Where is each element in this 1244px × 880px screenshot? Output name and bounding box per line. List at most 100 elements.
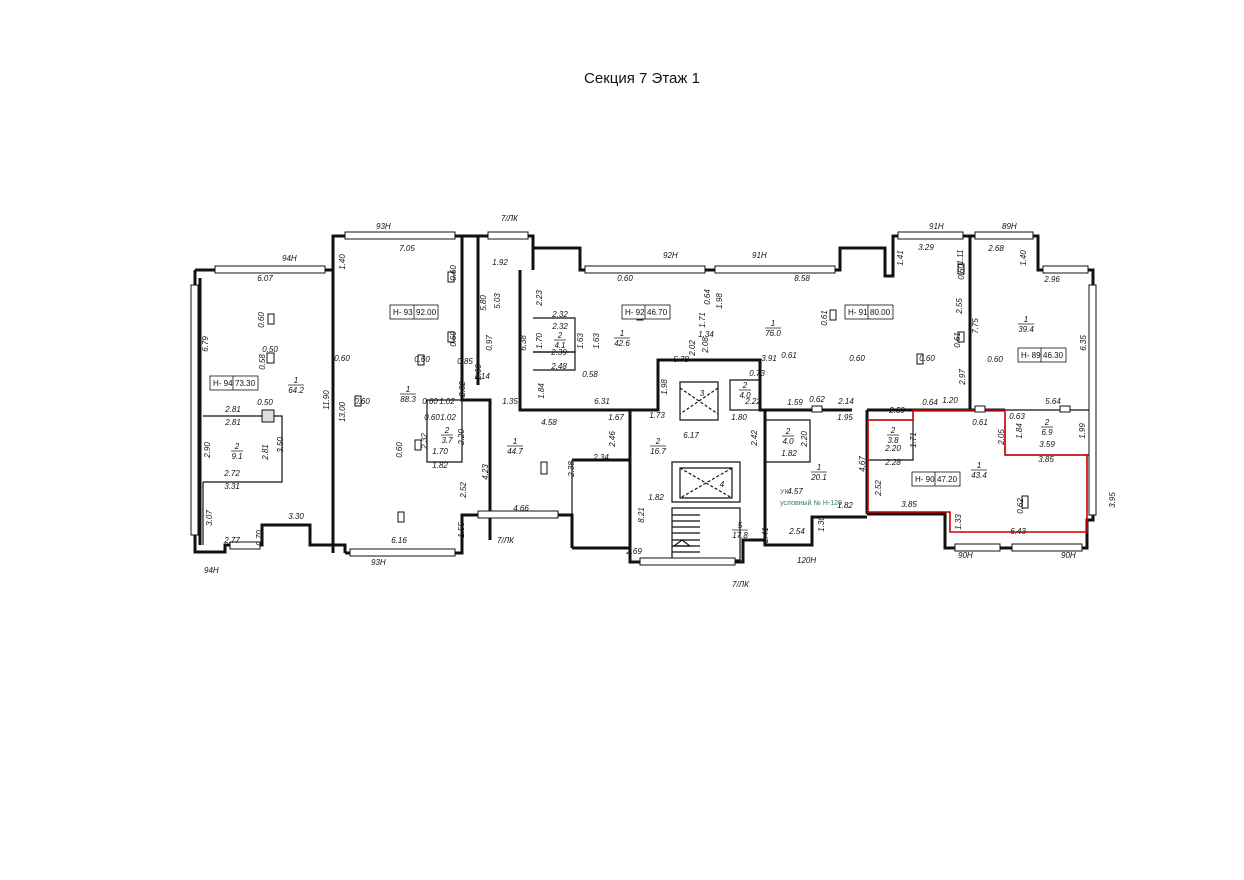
- svg-text:2: 2: [444, 426, 450, 435]
- dimension-label: 0.61: [820, 310, 829, 326]
- uk-label: УК: [780, 489, 789, 496]
- dimension-label: 0.60: [422, 397, 438, 406]
- dimension-label: 2.72: [223, 469, 240, 478]
- dimension-label: 5.64: [1045, 397, 1061, 406]
- dimension-label: 0.63: [1009, 412, 1025, 421]
- dimension-label: 2.81: [224, 418, 241, 427]
- room-labels: 164.2 29.1 188.3 23.7 144.7 142.6 24.1 2…: [231, 315, 1053, 540]
- dimension-label: 1.63: [576, 333, 585, 349]
- dimension-label: 0.60: [424, 413, 440, 422]
- dimension-label: 1.84: [537, 383, 546, 399]
- unit-label-box-90: Н- 90 47.20: [911, 471, 961, 487]
- room-label: 517.8: [732, 521, 748, 540]
- unit-id: Н- 94: [213, 379, 233, 388]
- room-label: 176.0: [765, 319, 781, 338]
- svg-text:1: 1: [620, 329, 624, 338]
- dimension-label: 8.21: [637, 507, 646, 523]
- dimension-label: 0.61: [953, 332, 962, 348]
- dimension-label: 2.22: [744, 397, 761, 406]
- svg-text:2: 2: [890, 426, 896, 435]
- dimension-label: 2.81: [224, 405, 241, 414]
- dimension-label: 2.81: [261, 444, 270, 461]
- dimension-label: 4.23: [481, 464, 490, 480]
- svg-text:42.6: 42.6: [614, 339, 630, 348]
- dimension-label: 3.30: [288, 512, 304, 521]
- svg-text:1: 1: [977, 461, 981, 470]
- svg-text:9.1: 9.1: [231, 452, 242, 461]
- dimension-label: 2.52: [459, 482, 468, 499]
- svg-text:4.0: 4.0: [739, 391, 751, 400]
- dimension-label: 2.69: [625, 547, 642, 556]
- interior-walls: [198, 236, 1093, 562]
- dimension-label: 2.02: [458, 381, 467, 398]
- tag: 91Н: [929, 222, 944, 231]
- svg-text:2: 2: [557, 331, 563, 340]
- dimension-label: 1.80: [731, 413, 747, 422]
- dimension-label: 2.14: [837, 397, 854, 406]
- unit-id: Н- 92: [625, 308, 645, 317]
- dimension-label: 0.60: [987, 355, 1003, 364]
- room-label: 143.4: [971, 461, 987, 480]
- svg-text:88.3: 88.3: [400, 395, 416, 404]
- dimension-label: 6.16: [391, 536, 407, 545]
- svg-text:20.1: 20.1: [810, 473, 827, 482]
- dimension-label: 6.43: [1010, 527, 1026, 536]
- dimension-label: 1.98: [715, 293, 724, 309]
- dimension-label: 3.50: [276, 437, 285, 453]
- dimension-label: 1.40: [338, 254, 347, 270]
- room-label: 24.1: [554, 331, 566, 350]
- dimension-label: 11.90: [322, 390, 331, 410]
- room-label: 120.1: [810, 463, 827, 482]
- dimension-label: 1.30: [817, 516, 826, 532]
- dimension-label: 0.85: [457, 357, 473, 366]
- svg-text:2: 2: [1044, 418, 1050, 427]
- dimension-labels: 6.076.790.600.580.5011.900.502.812.812.9…: [201, 243, 1117, 556]
- dimension-label: 5.78: [673, 355, 689, 364]
- svg-text:2: 2: [742, 381, 748, 390]
- svg-text:1: 1: [513, 437, 517, 446]
- svg-text:1: 1: [817, 463, 821, 472]
- dimension-label: 0.60: [849, 354, 865, 363]
- svg-text:4.0: 4.0: [782, 437, 794, 446]
- dimension-label: 0.60: [617, 274, 633, 283]
- dimension-label: 1.70: [535, 333, 544, 349]
- room-label: 23.7: [441, 426, 453, 445]
- page-title: Секция 7 Этаж 1: [584, 70, 700, 87]
- dimension-label: 2.02: [688, 340, 697, 357]
- dimension-label: 2.97: [958, 369, 967, 386]
- svg-text:1: 1: [406, 385, 410, 394]
- dimension-label: 4.66: [513, 504, 529, 513]
- dimension-label: 4.58: [541, 418, 557, 427]
- unit-id: Н- 93: [393, 308, 413, 317]
- unit-area: 47.20: [937, 475, 958, 484]
- svg-text:3.7: 3.7: [441, 436, 453, 445]
- dimension-label: 1.20: [942, 396, 958, 405]
- dimension-label: 0.61: [972, 418, 988, 427]
- highlighted-unit-outline: [867, 409, 1088, 533]
- dimension-label: 2.54: [788, 527, 805, 536]
- dimension-label: 5.80: [479, 295, 488, 311]
- dimension-label: 2.90: [203, 442, 212, 459]
- dimension-label: 0.62: [809, 395, 825, 404]
- tag: 90Н: [1061, 551, 1076, 560]
- room-label: 216.7: [650, 437, 666, 456]
- uk-sublabel: условный № Н-120: [780, 499, 842, 507]
- unit-area: 80.00: [870, 308, 891, 317]
- dimension-label: 1.02: [440, 413, 456, 422]
- dimension-label: 6.31: [594, 397, 610, 406]
- svg-text:1: 1: [294, 376, 298, 385]
- dimension-label: 2.42: [750, 430, 759, 447]
- dimension-label: 1.34: [698, 330, 714, 339]
- tag: 120Н: [797, 556, 816, 565]
- dimension-label: 1.02: [439, 397, 455, 406]
- dimension-label: 1.55: [457, 522, 466, 538]
- dimension-label: 1.84: [1015, 423, 1024, 439]
- unit-label-box-94: Н- 94 73.30: [209, 375, 259, 391]
- dimension-label: 0.62: [1016, 498, 1025, 514]
- dimension-label: 1.59: [787, 398, 803, 407]
- dimension-label: 6.07: [257, 274, 273, 283]
- dimension-label: 2.34: [592, 453, 609, 462]
- dimension-label: 7.75: [971, 318, 980, 334]
- dimension-label: 0.60: [334, 354, 350, 363]
